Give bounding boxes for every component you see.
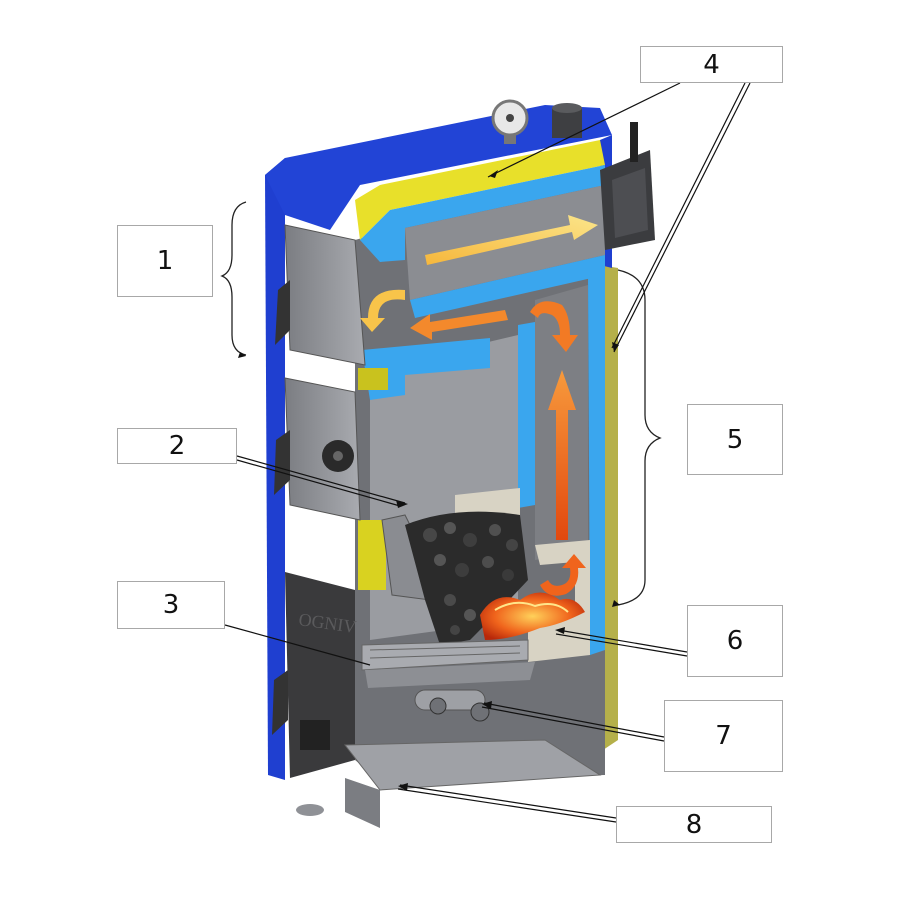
leader-4a bbox=[487, 82, 681, 178]
leader-6b bbox=[555, 633, 688, 657]
water-jacket-mid bbox=[410, 255, 605, 318]
leader-4b bbox=[613, 82, 751, 353]
callout-label-7: 7 bbox=[664, 700, 783, 772]
leader-6 bbox=[557, 629, 688, 653]
flue-outlet bbox=[600, 122, 655, 250]
hot-gas-arrow-up bbox=[548, 370, 576, 540]
flue-gas-arrow-return bbox=[410, 310, 508, 340]
callout-label-5: 5 bbox=[687, 404, 783, 475]
leader-2b bbox=[236, 459, 401, 507]
flame bbox=[480, 592, 585, 640]
insulation-top-yellow bbox=[355, 140, 605, 240]
leader-8b bbox=[397, 788, 617, 823]
leader-7 bbox=[483, 702, 665, 738]
pressure-gauge bbox=[491, 99, 529, 144]
leader-lines bbox=[224, 82, 751, 823]
lower-door-handle bbox=[272, 670, 288, 735]
callout-label-6: 6 bbox=[687, 605, 783, 677]
grate bbox=[361, 639, 535, 688]
callout-label-8: 8 bbox=[616, 806, 772, 843]
casing-top-blue bbox=[265, 105, 612, 230]
air-regulator-center bbox=[333, 451, 343, 461]
water-jacket-right bbox=[588, 272, 605, 655]
water-jacket-firebox-top bbox=[362, 338, 490, 400]
boiler-foot bbox=[296, 804, 324, 816]
middle-door-handle bbox=[274, 430, 290, 495]
leader-arrowheads bbox=[238, 170, 620, 791]
callout-label-3: 3 bbox=[117, 581, 225, 629]
leader-3 bbox=[224, 624, 371, 666]
insulation-left-lower bbox=[358, 520, 386, 590]
brace-section-5 bbox=[617, 269, 662, 606]
callout-label-1: 1 bbox=[117, 225, 213, 297]
callout-label-2: 2 bbox=[117, 428, 237, 464]
leader-7b bbox=[481, 706, 665, 742]
leader-8 bbox=[399, 784, 617, 819]
flue-gas-arrow-turn bbox=[530, 301, 578, 352]
flue-gas-arrow-exit bbox=[425, 215, 598, 265]
upper-door bbox=[284, 224, 366, 366]
callout-label-4: 4 bbox=[640, 46, 783, 83]
water-jacket-inner bbox=[518, 322, 535, 508]
brace-section-1 bbox=[220, 201, 247, 356]
flue-gas-arrow-curl bbox=[360, 289, 405, 332]
water-jacket-top bbox=[360, 165, 605, 262]
leader-2 bbox=[236, 455, 406, 504]
hot-gas-arrow-curl-low bbox=[540, 554, 586, 596]
door-latch bbox=[300, 720, 330, 750]
refractory-lower bbox=[528, 540, 590, 662]
ash-pan bbox=[343, 739, 602, 791]
upper-door-handle bbox=[275, 280, 290, 345]
leader-4c bbox=[611, 82, 746, 349]
ash-drawer bbox=[345, 778, 380, 828]
insulation-left-upper bbox=[358, 368, 388, 390]
